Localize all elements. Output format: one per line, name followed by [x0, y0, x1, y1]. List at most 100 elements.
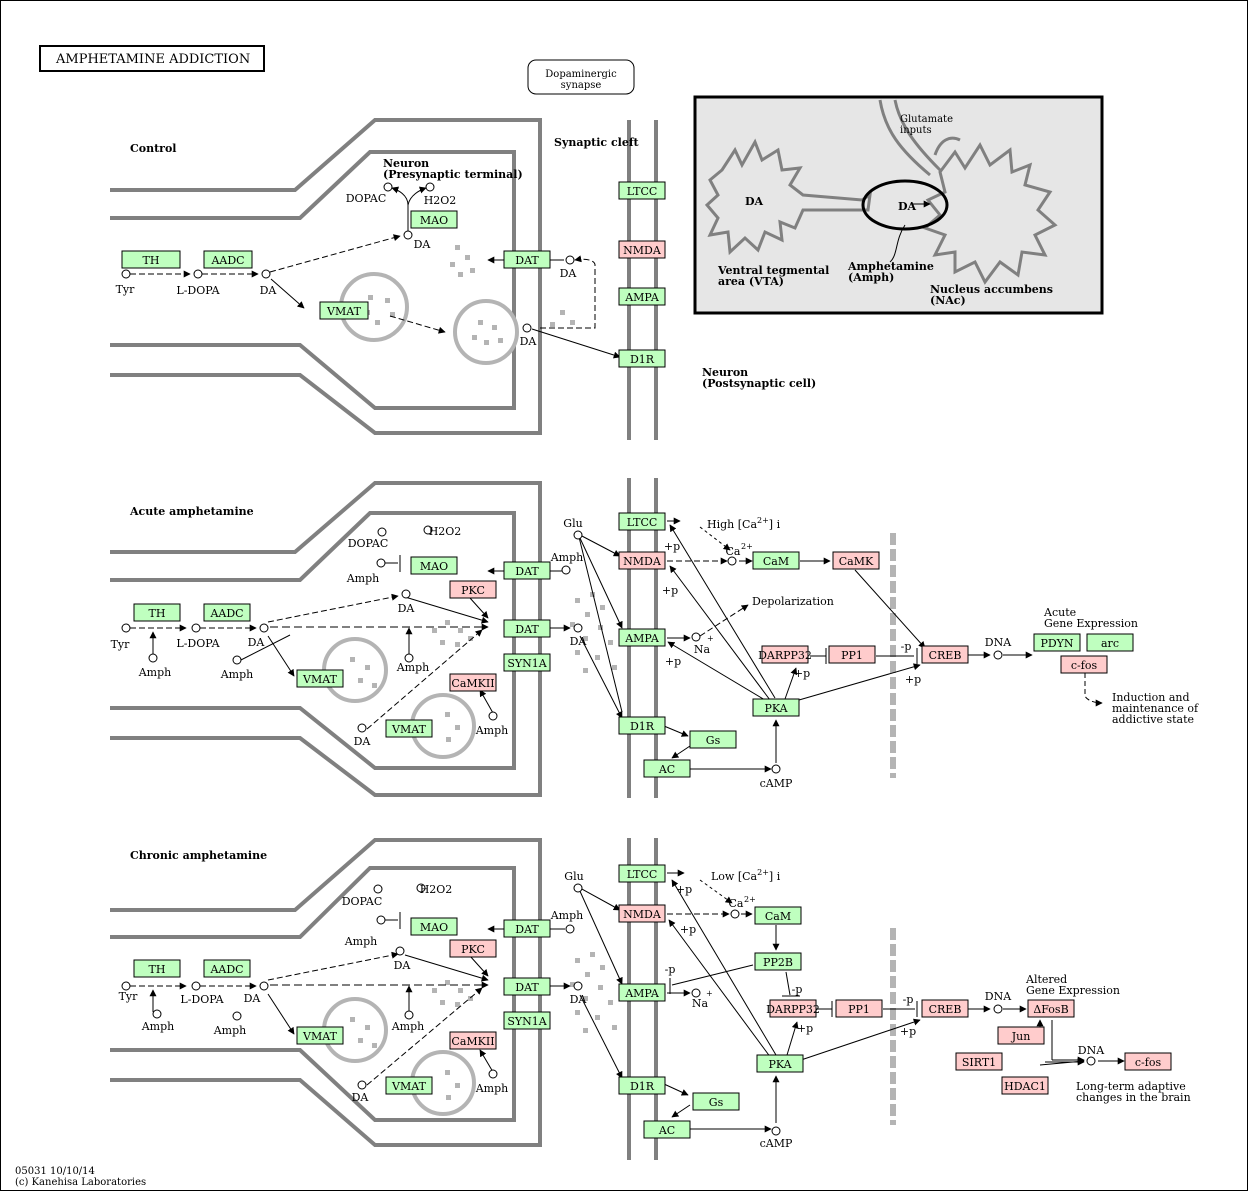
gene-arc[interactable]: arc	[1086, 633, 1134, 652]
gene-dat[interactable]: DAT	[503, 250, 551, 269]
compound-node[interactable]	[561, 565, 571, 575]
gene-aadc[interactable]: AADC	[203, 959, 251, 978]
compound-node[interactable]	[193, 269, 203, 279]
compound-node[interactable]	[425, 182, 435, 192]
compound-node[interactable]	[191, 981, 201, 991]
compound-node[interactable]	[377, 527, 387, 537]
gene-vmat[interactable]: VMAT	[385, 1076, 433, 1095]
gene-ltcc[interactable]: LTCC	[618, 512, 666, 531]
gene-dat[interactable]: DAT	[503, 977, 551, 996]
gene-pdyn[interactable]: PDYN	[1033, 633, 1081, 652]
gene-d1r[interactable]: D1R	[618, 716, 666, 735]
gene-syn1a[interactable]: SYN1A	[503, 1011, 551, 1030]
gene-dfosb[interactable]: ΔFosB	[1027, 999, 1075, 1018]
gene-cam[interactable]: CaM	[754, 906, 802, 925]
gene-th[interactable]: TH	[133, 603, 181, 622]
compound-node[interactable]	[573, 981, 583, 991]
compound-node[interactable]	[261, 269, 271, 279]
gene-pp1[interactable]: PP1	[828, 645, 876, 664]
gene-creb[interactable]: CREB	[921, 645, 969, 664]
gene-d1r[interactable]: D1R	[618, 1076, 666, 1095]
compound-node[interactable]	[191, 623, 201, 633]
gene-dat[interactable]: DAT	[503, 619, 551, 638]
compound-node[interactable]	[383, 182, 393, 192]
compound-node[interactable]	[488, 711, 498, 721]
gene-vmat[interactable]: VMAT	[296, 1026, 344, 1045]
compound-node[interactable]	[771, 764, 781, 774]
compound-node[interactable]	[357, 1080, 367, 1090]
gene-nmda[interactable]: NMDA	[618, 551, 666, 570]
compound-node[interactable]	[404, 1010, 414, 1020]
gene-aadc[interactable]: AADC	[203, 603, 251, 622]
compound-node[interactable]	[573, 530, 583, 540]
gene-darpp32[interactable]: DARPP32	[758, 645, 812, 664]
gene-th[interactable]: TH	[121, 250, 181, 269]
gene-camkii[interactable]: CaMKII	[449, 673, 497, 692]
compound-node[interactable]	[573, 883, 583, 893]
gene-mao[interactable]: MAO	[410, 917, 458, 936]
compound-node[interactable]	[522, 323, 532, 333]
compound-node[interactable]	[573, 623, 583, 633]
compound-node[interactable]	[404, 653, 414, 663]
gene-ampa[interactable]: AMPA	[618, 287, 666, 306]
compound-node[interactable]	[152, 1009, 162, 1019]
compound-node[interactable]	[401, 589, 411, 599]
gene-pp1[interactable]: PP1	[835, 999, 883, 1018]
compound-node[interactable]	[232, 655, 242, 665]
gene-camk[interactable]: CaMK	[832, 551, 880, 570]
gene-vmat[interactable]: VMAT	[385, 719, 433, 738]
gene-pkc[interactable]: PKC	[449, 580, 497, 599]
gene-creb[interactable]: CREB	[921, 999, 969, 1018]
gene-pka[interactable]: PKA	[752, 698, 800, 717]
compound-node[interactable]	[993, 650, 1003, 660]
gene-sirt1[interactable]: SIRT1	[955, 1052, 1003, 1071]
compound-node[interactable]	[1086, 1056, 1096, 1066]
compound-node[interactable]	[357, 723, 367, 733]
compound-node[interactable]	[423, 525, 433, 535]
compound-node[interactable]	[565, 255, 575, 265]
gene-pka[interactable]: PKA	[756, 1054, 804, 1073]
gene-cam[interactable]: CaM	[752, 551, 800, 570]
gene-vmat[interactable]: VMAT	[296, 669, 344, 688]
gene-pp2b[interactable]: PP2B	[754, 952, 802, 971]
compound-node[interactable]	[488, 1069, 498, 1079]
compound-node[interactable]	[121, 623, 131, 633]
gene-d1r[interactable]: D1R	[618, 349, 666, 368]
gene-camkii[interactable]: CaMKII	[449, 1031, 497, 1050]
gene-ltcc[interactable]: LTCC	[618, 864, 666, 883]
compound-node[interactable]	[691, 632, 701, 642]
compound-node[interactable]	[730, 909, 740, 919]
gene-vmat[interactable]: VMAT	[319, 301, 369, 320]
compound-node[interactable]	[259, 981, 269, 991]
compound-node[interactable]	[121, 981, 131, 991]
compound-node[interactable]	[232, 1011, 242, 1021]
gene-mao[interactable]: MAO	[410, 210, 458, 229]
dopaminergic-synapse-link[interactable]	[527, 59, 635, 95]
gene-ltcc[interactable]: LTCC	[618, 181, 666, 200]
gene-pkc[interactable]: PKC	[449, 939, 497, 958]
gene-th[interactable]: TH	[133, 959, 181, 978]
compound-node[interactable]	[771, 1126, 781, 1136]
gene-dat[interactable]: DAT	[503, 561, 551, 580]
compound-node[interactable]	[691, 988, 701, 998]
compound-node[interactable]	[259, 623, 269, 633]
gene-dat[interactable]: DAT	[503, 919, 551, 938]
compound-node[interactable]	[395, 946, 405, 956]
gene-gs[interactable]: Gs	[692, 1092, 740, 1111]
compound-node[interactable]	[121, 269, 131, 279]
compound-node[interactable]	[403, 230, 413, 240]
gene-mao[interactable]: MAO	[410, 556, 458, 575]
compound-node[interactable]	[993, 1004, 1003, 1014]
compound-node[interactable]	[376, 558, 386, 568]
gene-nmda[interactable]: NMDA	[618, 240, 666, 259]
gene-ampa[interactable]: AMPA	[618, 628, 666, 647]
compound-node[interactable]	[376, 915, 386, 925]
compound-node[interactable]	[416, 883, 426, 893]
gene-cfos[interactable]: c-fos	[1124, 1052, 1172, 1071]
gene-aadc[interactable]: AADC	[203, 250, 253, 269]
gene-syn1a[interactable]: SYN1A	[503, 653, 551, 672]
gene-hdac1[interactable]: HDAC1	[1001, 1076, 1049, 1095]
compound-node[interactable]	[148, 653, 158, 663]
gene-ac[interactable]: AC	[643, 759, 691, 778]
compound-node[interactable]	[727, 556, 737, 566]
